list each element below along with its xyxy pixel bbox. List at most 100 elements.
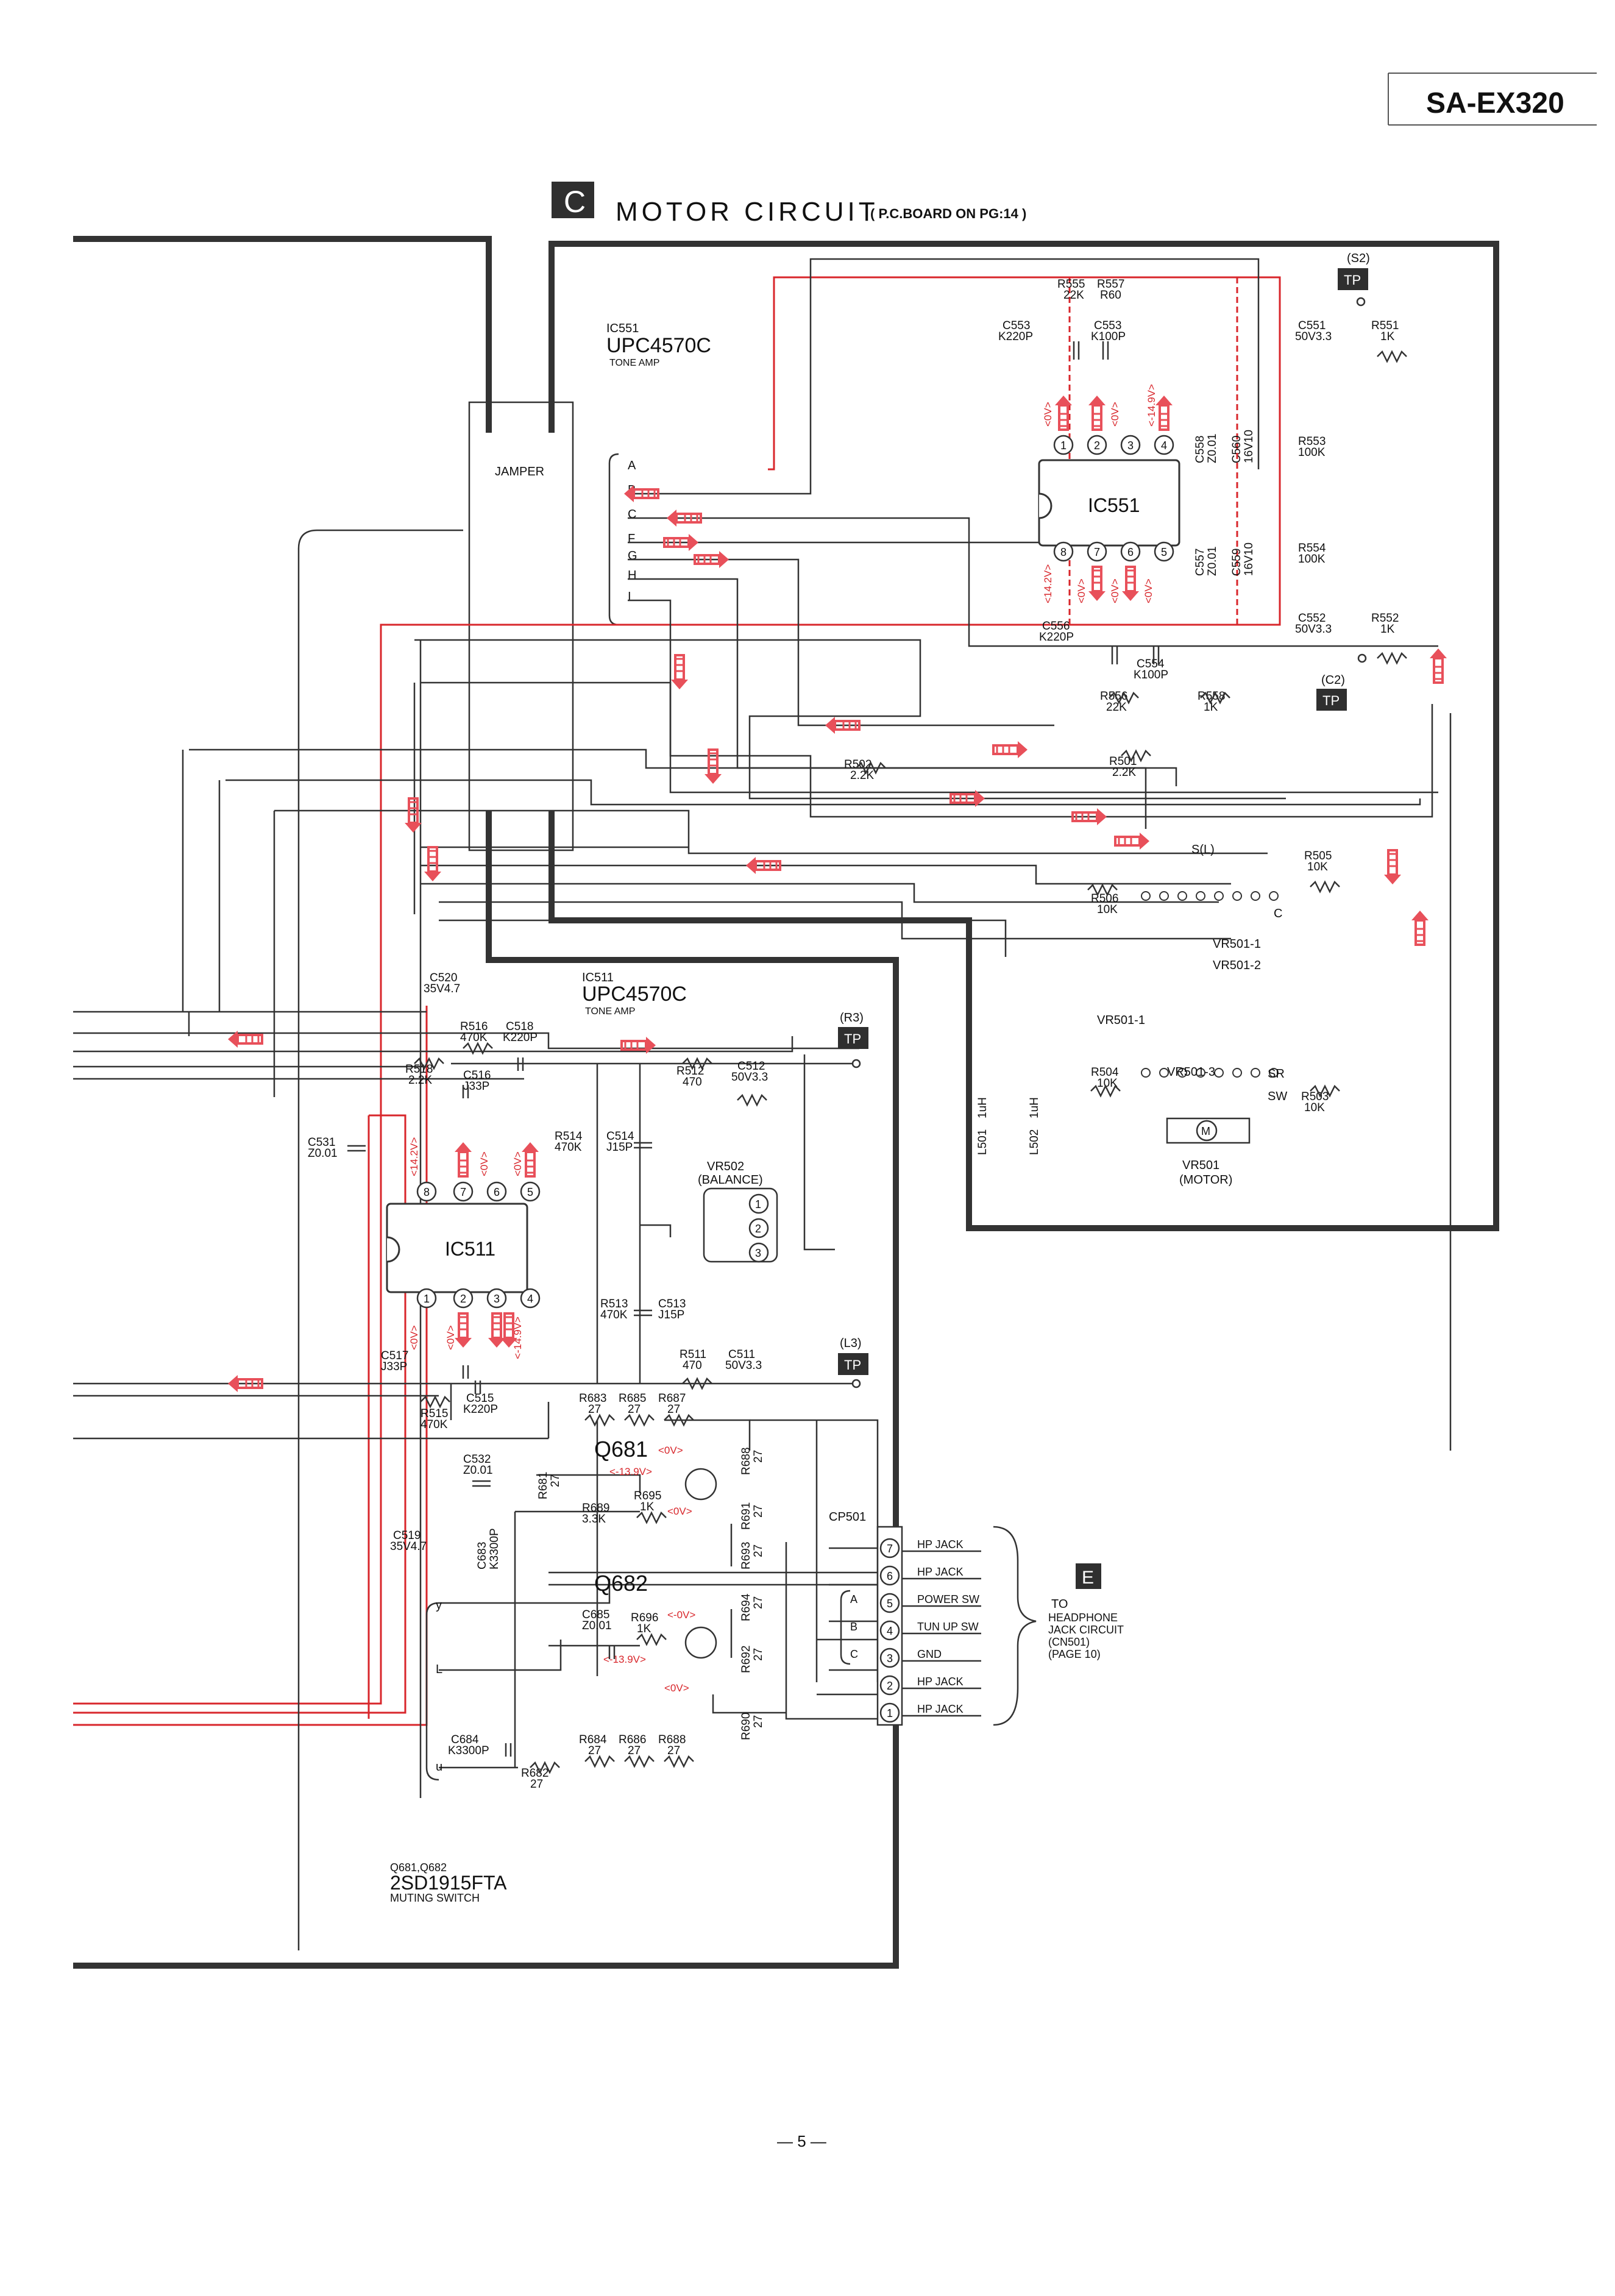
connector-pin-label: HP JACK	[917, 1676, 964, 1688]
ic511-pin	[453, 1288, 474, 1309]
jamper-bracket	[608, 453, 619, 626]
component-value: 470	[683, 1076, 702, 1089]
ic511-pin-num: 2	[460, 1293, 466, 1305]
ic511-ref: IC511	[582, 971, 614, 984]
ic511-function: TONE AMP	[585, 1006, 635, 1017]
ic551-pin	[1154, 541, 1174, 562]
component-ref: R691	[740, 1502, 753, 1530]
component-value: 100K	[1298, 553, 1326, 566]
component-value: Z0.01	[308, 1147, 338, 1160]
component-ref: R695	[634, 1490, 661, 1502]
destination-letter: E	[1082, 1568, 1094, 1588]
component-value: J15P	[606, 1141, 633, 1154]
component-value: 10K	[1307, 861, 1328, 873]
connector-pin-label: POWER SW	[917, 1593, 979, 1605]
component-ref: C531	[308, 1136, 335, 1149]
component-ref: C557	[1194, 549, 1207, 576]
destination-line: (PAGE 10)	[1048, 1648, 1101, 1660]
jamper-letter: I	[628, 590, 631, 603]
ic551-label: IC551	[1088, 494, 1140, 516]
component-value: 2.2K	[1112, 766, 1136, 779]
component-ref: R504	[1091, 1066, 1119, 1079]
vr502-label: VR502	[707, 1160, 744, 1173]
destination-line: (CN501)	[1048, 1636, 1090, 1648]
component-value: 27	[530, 1778, 543, 1791]
transistor-symbol	[684, 1626, 717, 1659]
switch-label: SR	[1268, 1067, 1285, 1081]
component-ref: R681	[537, 1472, 550, 1499]
component-value: 1uH	[976, 1097, 989, 1118]
ic551-pin-num: 5	[1161, 546, 1167, 558]
switch-label: C	[1274, 907, 1282, 920]
component-value: 1K	[637, 1622, 651, 1635]
cp501-connector: CP501 7 6 5 4 3 2 1 HP JACK HP JACK POWE…	[829, 1510, 1124, 1726]
component-ref: R685	[619, 1392, 646, 1405]
component-ref: R511	[680, 1348, 706, 1361]
pot-label: VR501-3	[1167, 1065, 1215, 1079]
component-value: 27	[628, 1403, 641, 1416]
transistor-note-function: MUTING SWITCH	[390, 1892, 480, 1904]
jamper-letters: A B C F G H I	[628, 459, 637, 603]
connector-pin-num: 4	[887, 1625, 893, 1637]
jamper-letter: F	[628, 532, 635, 546]
voltage-label: <0V>	[445, 1325, 456, 1350]
component-ref: R684	[579, 1733, 607, 1746]
jamper-letter: A	[628, 459, 636, 472]
component-ref: R515	[421, 1407, 448, 1420]
component-value: 50V3.3	[1295, 623, 1332, 636]
ic511-pin	[486, 1181, 507, 1202]
ic511-pin-num: 1	[424, 1293, 430, 1305]
section-letter: C	[564, 185, 586, 219]
section-note: ( P.C.BOARD ON PG:14 )	[870, 206, 1026, 221]
component-value: Z0.01	[582, 1619, 612, 1632]
tp-box-label: TP	[844, 1357, 861, 1373]
component-ref: C556	[1042, 620, 1070, 633]
component-value: 16V10	[1243, 542, 1255, 576]
component-ref: C683	[476, 1542, 489, 1569]
component-ref: R687	[658, 1392, 686, 1405]
pot-label: VR501-2	[1213, 959, 1261, 972]
svg-text:3: 3	[755, 1247, 761, 1259]
ic511-pin-num: 3	[494, 1293, 500, 1305]
connector-ref: CP501	[829, 1510, 866, 1524]
component-ref: C513	[658, 1298, 686, 1310]
component-value: K220P	[503, 1031, 538, 1044]
component-value: 35V4.7	[390, 1540, 427, 1553]
component-value: 27	[752, 1648, 765, 1661]
transistors: Q681 Q682	[594, 1437, 717, 1659]
component-value: 35V4.7	[424, 983, 460, 995]
component-ref: R513	[600, 1298, 628, 1310]
component-value: Z0.01	[1206, 433, 1219, 463]
voltage-label: <0V>	[408, 1325, 420, 1350]
component-ref: C558	[1194, 436, 1207, 463]
component-ref: R552	[1371, 612, 1399, 625]
switch-label: SW	[1268, 1090, 1287, 1103]
component-ref: R551	[1371, 319, 1399, 332]
component-value: 470K	[460, 1031, 488, 1044]
ic511: IC511 IC511 UPC4570C TONE AMP 8 7 6 5 1 …	[386, 971, 687, 1309]
component-value: K220P	[1039, 631, 1074, 644]
component-ref: C520	[430, 972, 457, 984]
ic511-pin	[416, 1181, 437, 1202]
pot-label: VR501-1	[1097, 1014, 1145, 1027]
wiring	[73, 258, 1452, 1950]
motor-label: (MOTOR)	[1179, 1173, 1232, 1187]
component-ref: C685	[582, 1608, 609, 1621]
ic551-pin	[1053, 541, 1074, 562]
component-value: 27	[588, 1403, 601, 1416]
ic511-pin-num: 5	[527, 1186, 533, 1198]
component-ref: R690	[740, 1713, 753, 1740]
component-value: 470	[683, 1359, 702, 1372]
section-title: MOTOR CIRCUIT	[616, 197, 879, 227]
motor-icon: M	[1201, 1125, 1210, 1137]
component-ref: C514	[606, 1130, 634, 1143]
component-ref: C551	[1298, 319, 1326, 332]
ic551: IC551 IC551 UPC4570C TONE AMP 1 2 3 4 8 …	[606, 322, 1180, 562]
connector-abc: A	[850, 1593, 857, 1605]
component-value: K3300P	[448, 1744, 489, 1757]
component-value: 10K	[1097, 903, 1118, 916]
component-ref: R557	[1097, 278, 1124, 291]
tp-box	[838, 1027, 868, 1049]
component-value: 27	[752, 1450, 765, 1463]
